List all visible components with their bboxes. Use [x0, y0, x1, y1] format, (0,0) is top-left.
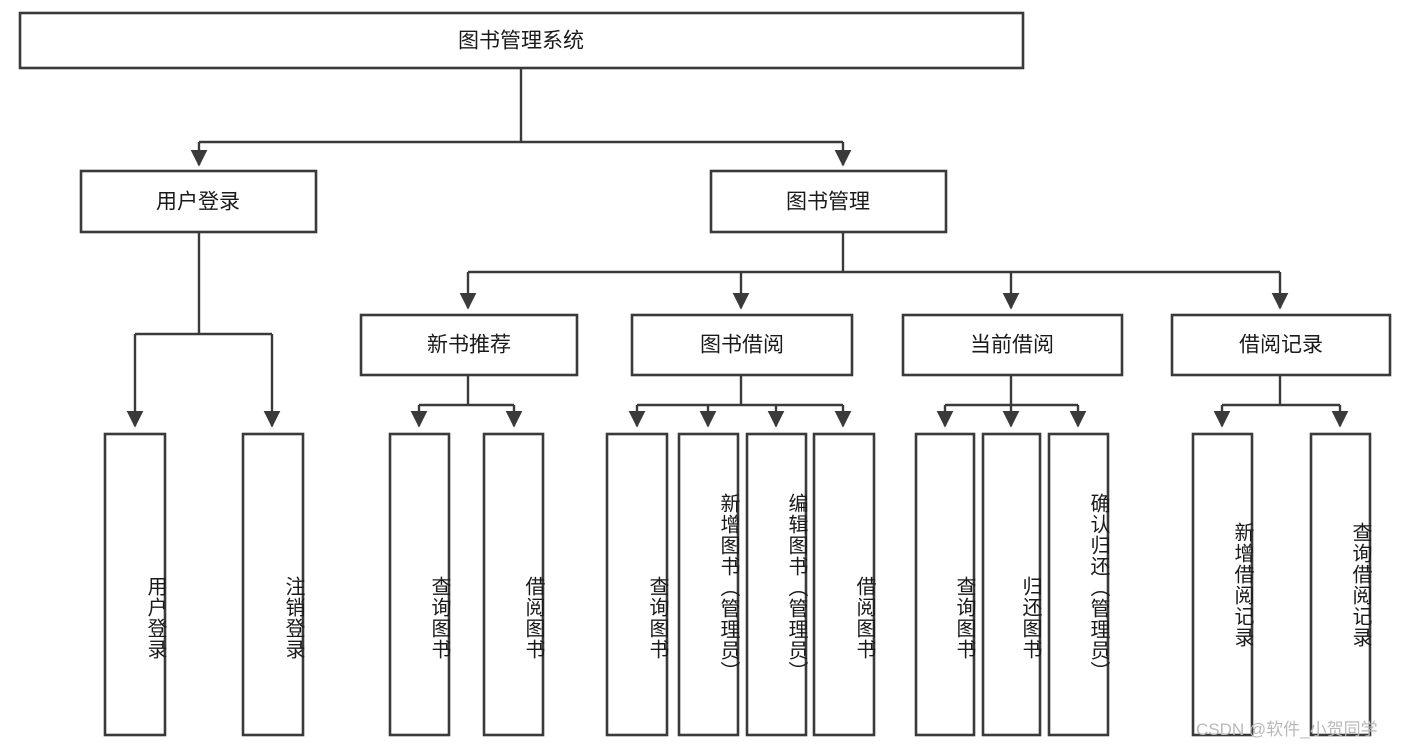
leaf-box-current-borrow-1[interactable]: [981, 432, 1042, 737]
leaf-box-book-borrow-3[interactable]: [812, 432, 876, 737]
leaf-box-new-book-0[interactable]: [388, 432, 451, 737]
leaf-box-borrow-record-0[interactable]: [1191, 432, 1254, 737]
node-borrow-record-box[interactable]: [1170, 313, 1392, 377]
node-user-login-label: 用户登录: [156, 191, 240, 214]
leaf-box-current-borrow-2[interactable]: [1047, 432, 1110, 737]
connector-group-book-borrow: [628, 375, 852, 428]
csdn-watermark: CSDN @软件_小贺同学: [1196, 720, 1378, 739]
leaf-box-current-borrow-0[interactable]: [914, 432, 976, 737]
node-book-manage-label: 图书管理: [786, 191, 870, 214]
leaf-box-book-borrow-1[interactable]: [677, 432, 740, 737]
node-current-borrow-box[interactable]: [901, 313, 1124, 377]
node-book-borrow-box[interactable]: [630, 313, 854, 377]
leaf-box-user-login-0[interactable]: [103, 432, 167, 737]
connector-group-new-book: [410, 375, 523, 428]
node-user-login-box[interactable]: [79, 169, 318, 234]
node-current-borrow-label: 当前借阅: [970, 334, 1054, 357]
node-new-book-label: 新书推荐: [427, 334, 511, 357]
leaf-box-new-book-1[interactable]: [482, 432, 545, 737]
connector-group-current-borrow: [936, 375, 1087, 428]
node-book-borrow-label: 图书借阅: [700, 334, 784, 357]
node-root-label: 图书管理系统: [458, 30, 584, 53]
node-book-manage-box[interactable]: [709, 169, 948, 234]
connector-group-user-login: [126, 232, 281, 428]
connector-group-book-manage: [459, 232, 1289, 310]
connector-group-root: [190, 68, 852, 167]
leaf-box-user-login-1[interactable]: [241, 432, 305, 737]
node-new-book-box[interactable]: [359, 313, 579, 377]
leaf-box-book-borrow-0[interactable]: [605, 432, 669, 737]
leaf-box-borrow-record-1[interactable]: [1309, 432, 1372, 737]
node-root-box[interactable]: [18, 11, 1025, 70]
connector-group-borrow-record: [1213, 375, 1349, 428]
node-borrow-record-label: 借阅记录: [1239, 334, 1323, 357]
leaf-box-book-borrow-2[interactable]: [745, 432, 808, 737]
